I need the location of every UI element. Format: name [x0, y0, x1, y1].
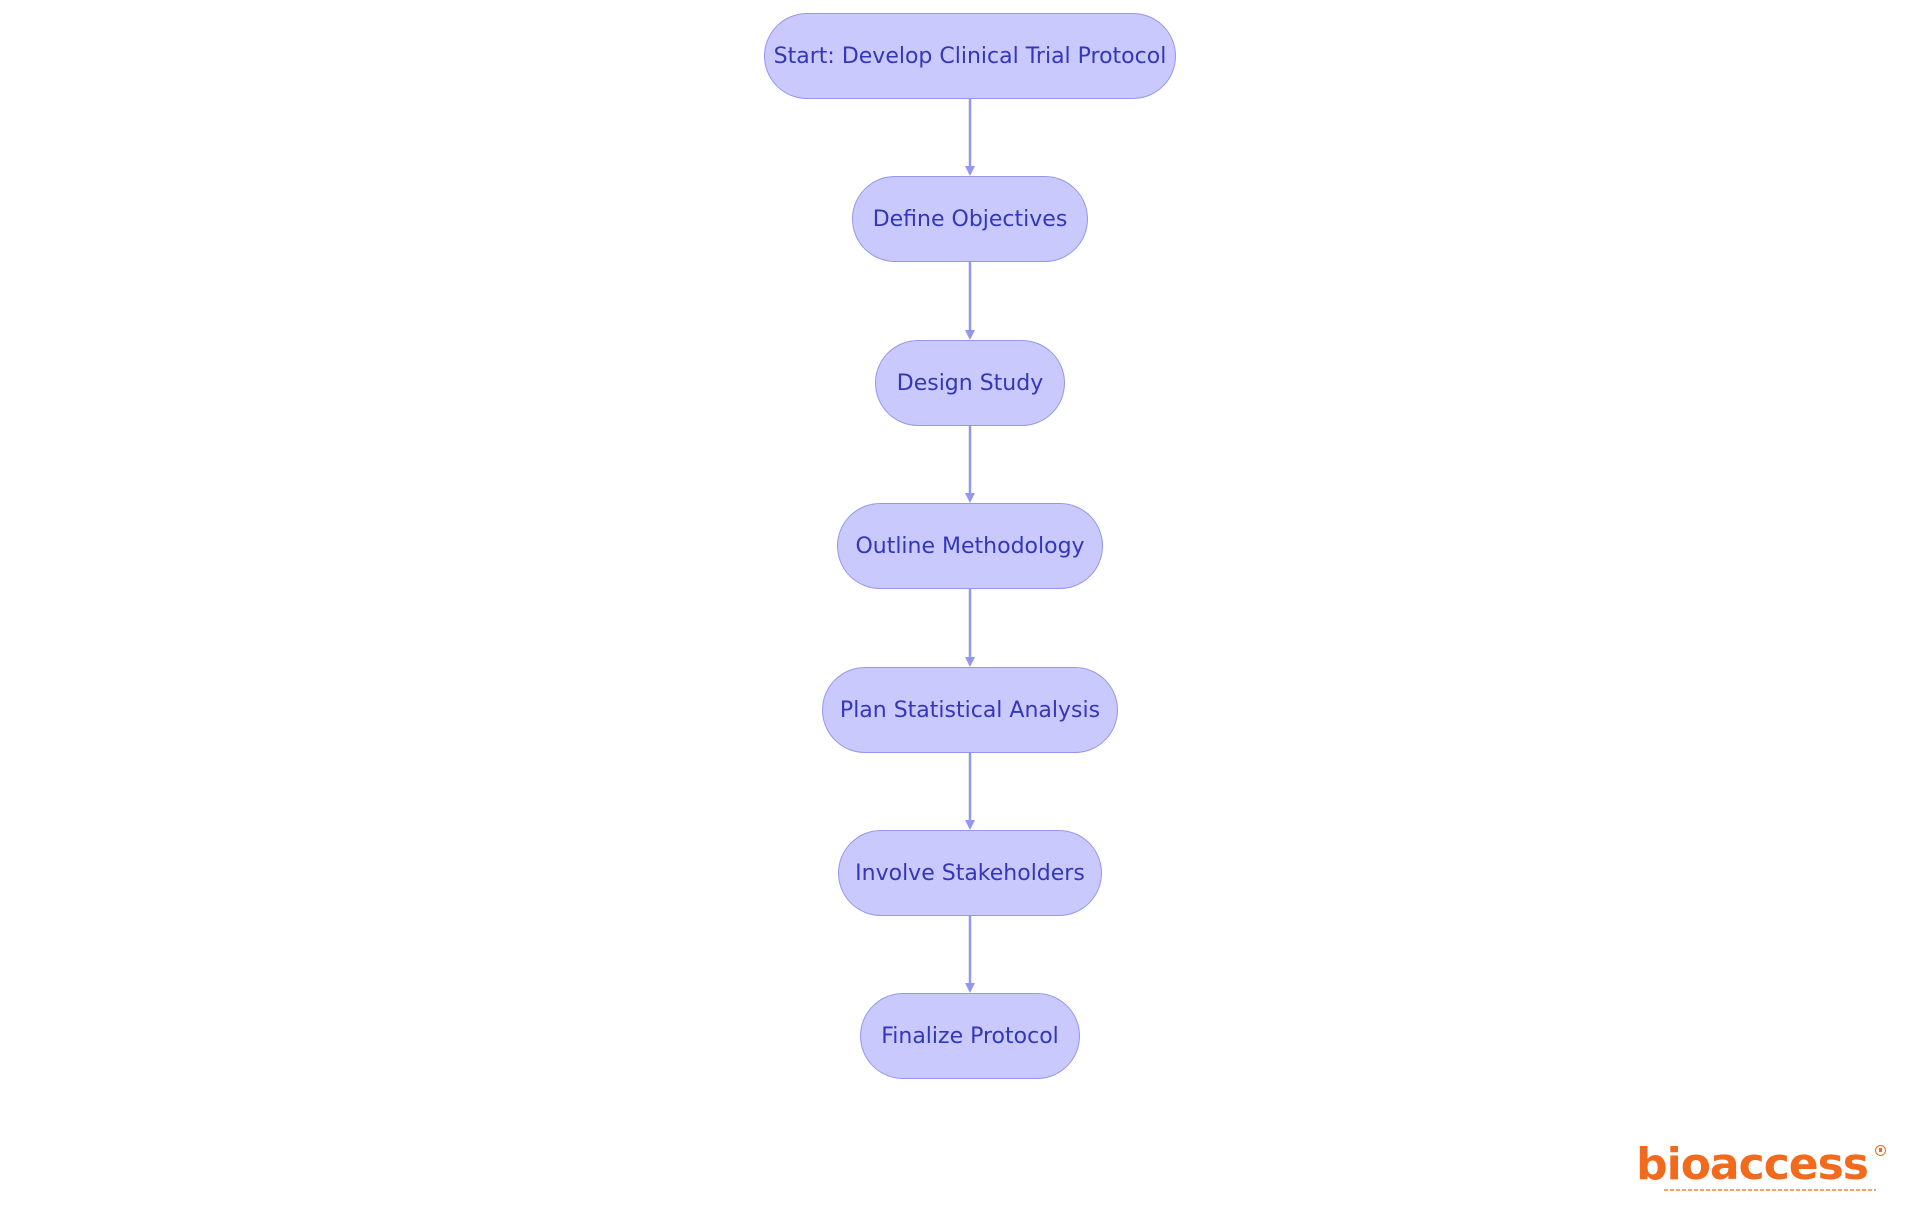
node-plan-statistical-analysis-label: Plan Statistical Analysis	[839, 697, 1101, 723]
registered-mark-icon	[1875, 1145, 1886, 1156]
node-finalize-protocol: Finalize Protocol	[860, 993, 1080, 1079]
node-involve-stakeholders-label: Involve Stakeholders	[855, 860, 1085, 886]
logo-wordmark: bioaccess	[1636, 1139, 1869, 1190]
node-design-study-label: Design Study	[896, 370, 1044, 396]
node-design-study: Design Study	[875, 340, 1065, 426]
logo-tagline-decoration	[1664, 1189, 1876, 1191]
node-define-objectives-label: Define Objectives	[872, 206, 1068, 232]
node-outline-methodology-label: Outline Methodology	[855, 533, 1085, 559]
node-involve-stakeholders: Involve Stakeholders	[838, 830, 1102, 916]
node-finalize-protocol-label: Finalize Protocol	[881, 1023, 1059, 1049]
node-plan-statistical-analysis: Plan Statistical Analysis	[822, 667, 1118, 753]
node-start-label: Start: Develop Clinical Trial Protocol	[773, 43, 1167, 69]
node-outline-methodology: Outline Methodology	[837, 503, 1103, 589]
bioaccess-logo: bioaccess	[1636, 1143, 1886, 1193]
node-start: Start: Develop Clinical Trial Protocol	[764, 13, 1176, 99]
node-define-objectives: Define Objectives	[852, 176, 1088, 262]
